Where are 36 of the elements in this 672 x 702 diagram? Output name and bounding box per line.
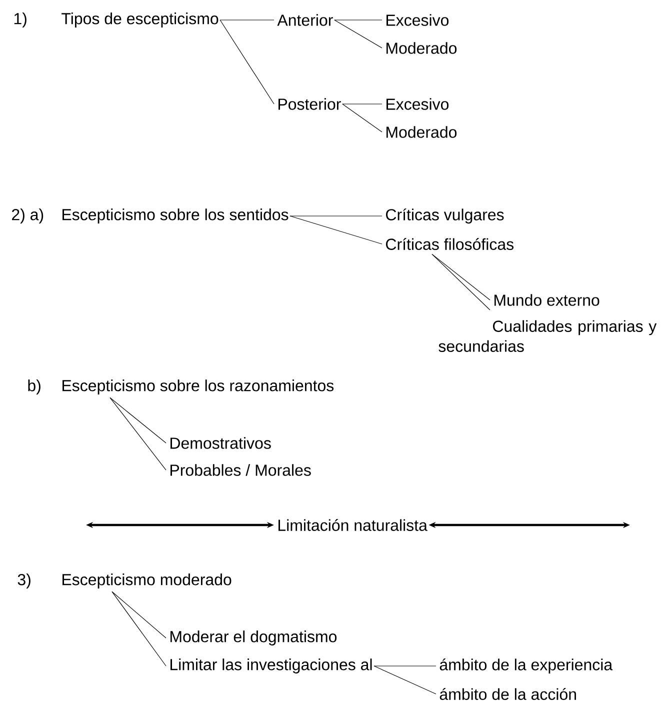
branch-line xyxy=(112,591,166,666)
branch-label: Probables / Morales xyxy=(170,464,311,476)
branch-label: Excesivo xyxy=(386,98,449,110)
branch-label: Tipos de escepticismo xyxy=(62,12,218,28)
section-number: 1) xyxy=(14,12,26,28)
branch-line xyxy=(432,254,490,310)
branch-line xyxy=(220,20,274,104)
branch-line xyxy=(290,216,382,244)
branch-label: Moderado xyxy=(386,126,457,138)
branch-label: Excesivo xyxy=(386,14,449,26)
branch-label: Cualidades primarias y secundarias xyxy=(438,320,657,352)
branch-label: Posterior xyxy=(278,98,341,110)
branch-label: Limitación naturalista xyxy=(278,519,428,531)
branch-label: Limitar las investigaciones al xyxy=(170,658,372,674)
branch-label: Críticas vulgares xyxy=(386,208,504,224)
branch-label: ámbito de la experiencia xyxy=(440,658,613,674)
branch-label: Moderado xyxy=(386,42,457,54)
section-number: 2) a) xyxy=(12,208,44,224)
branch-label: Anterior xyxy=(277,14,333,26)
branch-line xyxy=(374,666,436,694)
section-number: 3) xyxy=(18,574,30,588)
branch-line xyxy=(110,397,166,444)
branch-label: Moderar el dogmatismo xyxy=(170,630,337,646)
branch-label: Críticas filosóficas xyxy=(386,238,514,250)
branch-label: Escepticismo sobre los sentidos xyxy=(62,208,288,224)
branch-label: Escepticismo sobre los razonamientos xyxy=(62,380,334,394)
branch-line xyxy=(110,397,166,470)
branch-line xyxy=(342,104,382,132)
branch-label: ámbito de la acción xyxy=(440,688,576,700)
branch-line xyxy=(334,20,382,48)
branch-line xyxy=(432,254,490,300)
branch-line xyxy=(112,591,166,638)
branch-label: Mundo externo xyxy=(494,294,600,306)
section-number: b) xyxy=(28,380,40,394)
branch-label: Escepticismo moderado xyxy=(62,574,232,588)
branch-label: Demostrativos xyxy=(170,437,271,449)
